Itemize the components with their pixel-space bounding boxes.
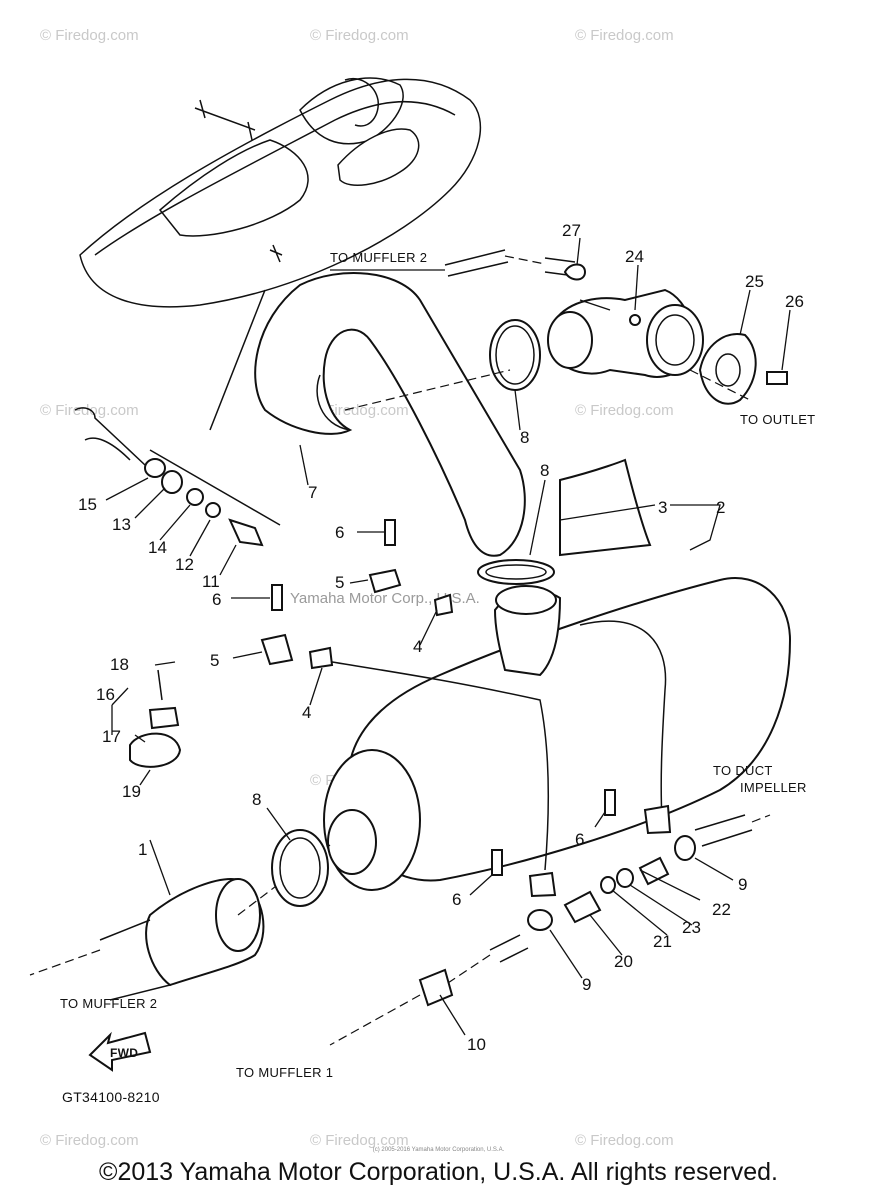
clamp-8-upper [477,559,555,585]
to-muffler-2-top: TO MUFFLER 2 [330,250,427,265]
watermark: © Firedog.com [575,27,674,44]
watermark: © Firedog.com [40,1132,139,1149]
part-number: 6 [335,523,344,542]
part-number: 5 [210,651,219,670]
part-number: 15 [78,495,97,514]
part-number: 25 [745,272,764,291]
part-number: 20 [614,952,633,971]
part-number: 11 [202,572,220,591]
watermark: © Firedog.com [575,402,674,419]
part-number: 7 [308,483,317,502]
clip-assembly-16 [129,669,182,768]
part-number: 12 [175,555,194,574]
watermark: © Firedog.com [310,1132,409,1149]
part-number: 8 [252,790,261,809]
overlay-watermark: Yamaha Motor Corp., U.S.A. [290,590,480,607]
part-number: 8 [540,461,549,480]
diagram-code: GT34100-8210 [62,1089,160,1105]
to-muffler-2-bottom: TO MUFFLER 2 [60,996,157,1011]
part-number: 3 [658,498,667,517]
part-number: 4 [413,637,422,656]
leader-lines [105,237,791,1036]
annotations: TO MUFFLER 2 TO OUTLET TO DUCT IMPELLER … [60,250,815,1105]
drain-fittings [527,814,771,931]
hose-joint-10 [329,934,529,1046]
fwd-arrow: FWD [88,1031,152,1072]
part-number: 5 [335,573,344,592]
heat-shield-3 [559,458,652,557]
part-number: 16 [96,685,115,704]
watermark: © Firedog.com [310,27,409,44]
watermark: © Firedog.com [575,1132,674,1149]
bolts-and-clips [260,519,616,876]
to-muffler-1: TO MUFFLER 1 [236,1065,333,1080]
fwd-label: FWD [110,1046,138,1060]
part-number: 24 [625,247,644,266]
watermark: © Firedog.com [40,27,139,44]
left-fastener-cluster [74,289,281,547]
clamp-8-lower [271,829,329,907]
part-number: 2 [716,498,725,517]
part-number: 6 [575,830,584,849]
watermark-layer: © Firedog.com © Firedog.com © Firedog.co… [40,27,674,1149]
part-number: 23 [682,918,701,937]
exhaust-pipe-7 [254,272,526,557]
to-duct: TO DUCT [713,763,773,778]
part-number: 1 [138,840,147,859]
part-number: 9 [582,975,591,994]
part-number: 17 [102,727,121,746]
watercraft-illustration [79,77,482,308]
part-number: 27 [562,221,581,240]
copyright-footer: ©2013 Yamaha Motor Corporation, U.S.A. A… [99,1158,778,1186]
part-number: 21 [653,932,672,951]
part-number: 8 [520,428,529,447]
part-number: 10 [467,1035,486,1054]
part-number: 18 [110,655,129,674]
part-number: 19 [122,782,141,801]
muffler-body-2 [347,577,792,882]
part-number: 4 [302,703,311,722]
part-number: 6 [212,590,221,609]
impeller: IMPELLER [740,780,807,795]
part-number: 6 [452,890,461,909]
copyright-small: (c) 2005-2016 Yamaha Motor Corporation, … [372,1147,505,1153]
part-number: 13 [112,515,131,534]
part-number: 26 [785,292,804,311]
watermark: © Firedog.com [40,402,139,419]
to-outlet: TO OUTLET [740,412,815,427]
part-number: 14 [148,538,167,557]
outlet-assembly [344,263,788,411]
part-number: 9 [738,875,747,894]
part-callouts: 1 2 3 4 4 5 5 6 6 6 6 7 8 8 8 9 9 10 11 … [78,221,804,1054]
part-number: 22 [712,900,731,919]
